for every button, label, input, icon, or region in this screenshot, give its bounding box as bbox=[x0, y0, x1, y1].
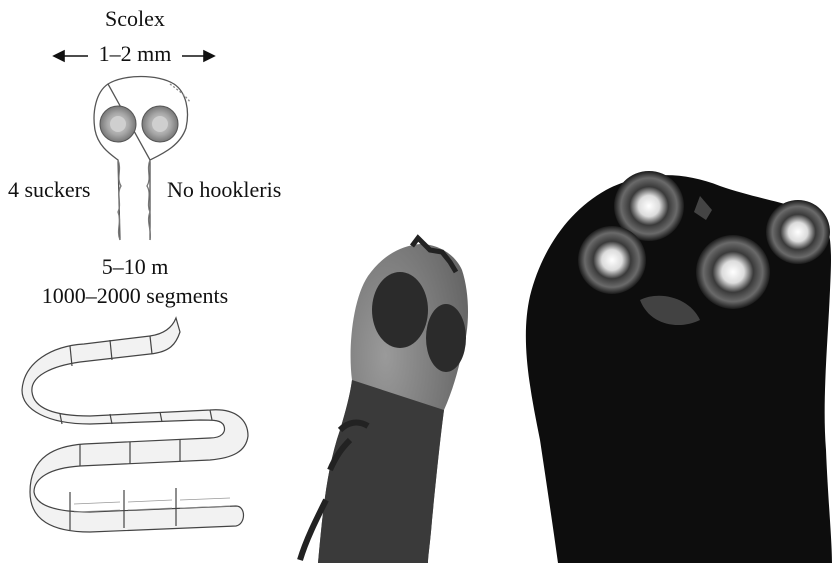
scolex-photo-small bbox=[300, 238, 468, 563]
scolex-title: Scolex bbox=[0, 6, 270, 32]
hooklets-label: No hookleris bbox=[167, 177, 281, 203]
scolex-sucker-left bbox=[100, 106, 136, 142]
segments-label: 1000–2000 segments bbox=[0, 283, 270, 309]
scolex-sucker-right bbox=[142, 106, 178, 142]
scolex-photo-large bbox=[526, 171, 832, 563]
strobila-drawing bbox=[22, 318, 248, 532]
length-label: 5–10 m bbox=[0, 254, 270, 280]
scolex-width-label: 1–2 mm bbox=[52, 41, 218, 67]
scolex-drawing bbox=[94, 77, 190, 241]
suckers-label: 4 suckers bbox=[8, 177, 90, 203]
